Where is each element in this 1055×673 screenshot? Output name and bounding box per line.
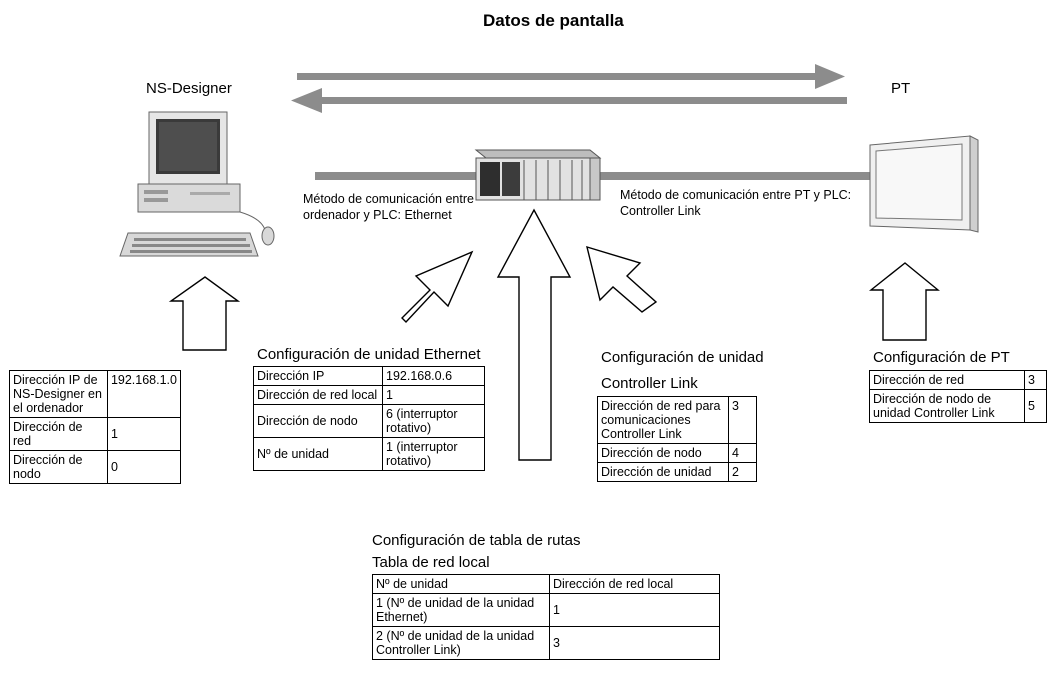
routing-caption-1: Configuración de tabla de rutas xyxy=(372,532,581,549)
table-cell: Dirección de red xyxy=(869,370,1025,390)
computer-icon xyxy=(119,111,275,257)
table-cell: 2 (Nº de unidad de la unidad Controller … xyxy=(372,626,550,660)
table-cell: 4 xyxy=(728,443,757,463)
table-cell: 5 xyxy=(1024,389,1047,423)
table-row: 1 (Nº de unidad de la unidad Ethernet) 1 xyxy=(372,593,720,627)
table-row: Dirección IP 192.168.0.6 xyxy=(253,366,485,386)
up-arrow-pt xyxy=(868,262,940,341)
table-cell: 2 xyxy=(728,462,757,482)
up-arrow-center xyxy=(496,208,572,461)
pt-config-table: Dirección de red 3 Dirección de nodo de … xyxy=(869,370,1047,423)
table-cell: 192.168.1.0 xyxy=(106,370,182,418)
table-cell: 6 (interruptor rotativo) xyxy=(382,404,485,438)
up-arrow-controller-link xyxy=(586,245,658,313)
table-cell: Dirección de unidad xyxy=(597,462,729,482)
routing-table: Nº de unidad Dirección de red local 1 (N… xyxy=(372,574,720,660)
table-cell: Nº de unidad xyxy=(253,437,383,471)
diagram-title: Datos de pantalla xyxy=(483,11,624,30)
table-row: Dirección de red para comunicaciones Con… xyxy=(597,396,757,444)
table-cell: 3 xyxy=(1024,370,1047,390)
table-cell: 3 xyxy=(549,626,720,660)
table-row: Dirección de unidad 2 xyxy=(597,462,757,482)
table-cell: 1 xyxy=(549,593,720,627)
flow-arrow-right xyxy=(297,64,845,89)
controller-link-table: Dirección de red para comunicaciones Con… xyxy=(597,396,757,482)
table-cell: 1 (Nº de unidad de la unidad Ethernet) xyxy=(372,593,550,627)
table-cell: 1 xyxy=(106,417,182,451)
table-cell: 1 (interruptor rotativo) xyxy=(382,437,485,471)
table-cell: Dirección de red xyxy=(9,417,108,451)
table-cell: Dirección IP de NS-Designer en el ordena… xyxy=(9,370,108,418)
pt-panel-icon xyxy=(869,135,979,233)
table-cell: Dirección de red local xyxy=(253,385,383,405)
pt-config-caption: Configuración de PT xyxy=(873,349,1010,366)
ns-designer-label: NS-Designer xyxy=(146,80,232,97)
table-row: Dirección de red local 1 xyxy=(253,385,485,405)
controller-link-line xyxy=(598,172,872,180)
table-row: Dirección de nodo 4 xyxy=(597,443,757,463)
table-cell: Dirección de nodo xyxy=(597,443,729,463)
computer-config-table: Dirección IP de NS-Designer en el ordena… xyxy=(9,370,182,484)
table-cell: 1 xyxy=(382,385,485,405)
table-header-row: Nº de unidad Dirección de red local xyxy=(372,574,720,594)
table-cell: Dirección de nodo xyxy=(9,450,108,484)
ethernet-line xyxy=(315,172,480,180)
up-arrow-computer xyxy=(168,276,241,351)
up-arrow-ethernet xyxy=(401,250,474,324)
table-row: 2 (Nº de unidad de la unidad Controller … xyxy=(372,626,720,660)
controller-link-caption-2: Controller Link xyxy=(601,375,698,392)
flow-arrow-left xyxy=(291,88,847,113)
table-cell: 3 xyxy=(728,396,757,444)
table-row: Dirección de nodo 0 xyxy=(9,450,182,484)
plc-icon xyxy=(474,149,602,201)
table-header-cell: Nº de unidad xyxy=(372,574,550,594)
table-row: Dirección de nodo de unidad Controller L… xyxy=(869,389,1047,423)
comm-pc-plc-note: Método de comunicación entre ordenador y… xyxy=(303,192,474,222)
table-cell: 192.168.0.6 xyxy=(382,366,485,386)
ethernet-unit-table: Dirección IP 192.168.0.6 Dirección de re… xyxy=(253,366,485,471)
table-cell: Dirección de nodo xyxy=(253,404,383,438)
table-cell: Dirección de red para comunicaciones Con… xyxy=(597,396,729,444)
pt-label: PT xyxy=(891,80,911,97)
comm-pt-plc-note: Método de comunicación entre PT y PLC: C… xyxy=(620,188,852,218)
table-row: Dirección de red 3 xyxy=(869,370,1047,390)
ethernet-unit-caption: Configuración de unidad Ethernet xyxy=(257,346,481,363)
table-row: Dirección de red 1 xyxy=(9,417,182,451)
controller-link-caption-1: Configuración de unidad xyxy=(601,349,764,366)
table-row: Dirección IP de NS-Designer en el ordena… xyxy=(9,370,182,418)
table-header-cell: Dirección de red local xyxy=(549,574,720,594)
table-cell: Dirección de nodo de unidad Controller L… xyxy=(869,389,1025,423)
table-cell: Dirección IP xyxy=(253,366,383,386)
table-row: Dirección de nodo 6 (interruptor rotativ… xyxy=(253,404,485,438)
table-cell: 0 xyxy=(106,450,182,484)
table-row: Nº de unidad 1 (interruptor rotativo) xyxy=(253,437,485,471)
routing-caption-2: Tabla de red local xyxy=(372,554,490,571)
